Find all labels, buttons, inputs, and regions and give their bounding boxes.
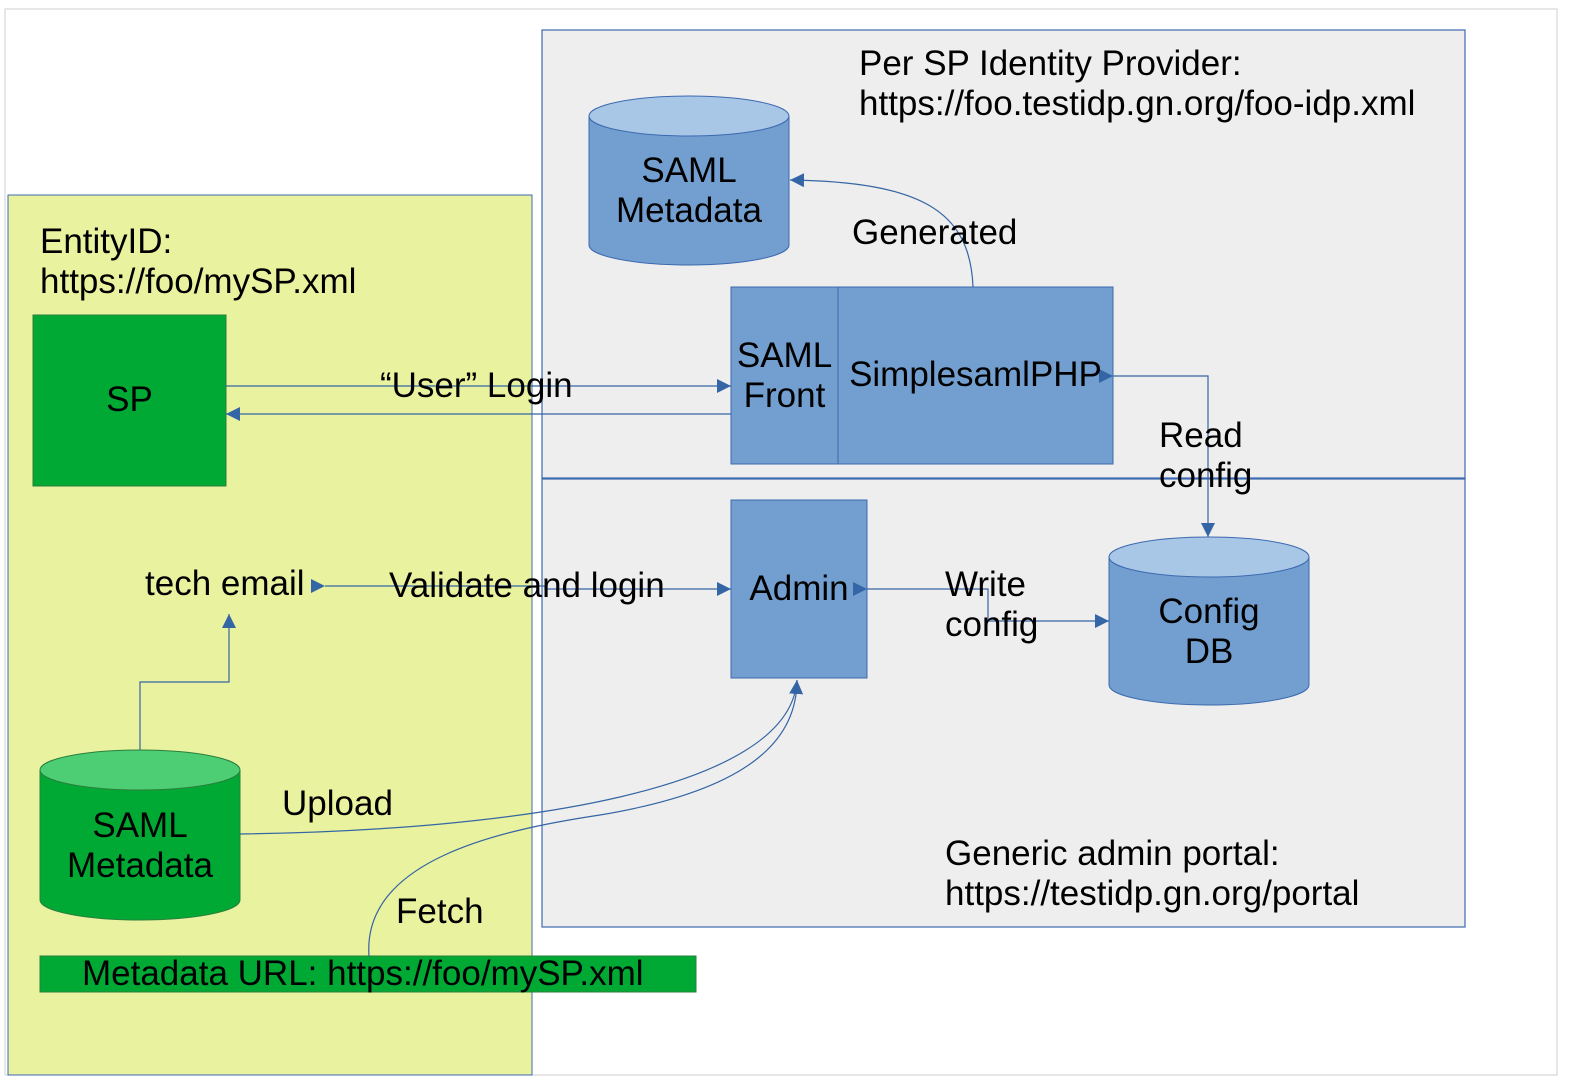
admin-box [730, 499, 868, 679]
sp-metadata-label: SAML Metadata [40, 806, 240, 886]
portal-title-line1: Generic admin portal: [945, 834, 1280, 873]
write-config-line1: Write [945, 565, 1027, 604]
idp-title-line2: https://foo.testidp.gn.org/foo-idp.xml [859, 84, 1416, 123]
write-config-line2: config [945, 605, 1039, 644]
idp-title-line1: Per SP Identity Provider: [859, 44, 1242, 83]
idp-region-title: Per SP Identity Provider: https://foo.te… [859, 44, 1415, 124]
entity-id-label: EntityID: https://foo/mySP.xml [40, 222, 356, 302]
validate-login-connector [311, 579, 731, 596]
user-login-label: “User” Login [380, 366, 573, 405]
admin-label: Admin [749, 569, 849, 608]
write-config-label: Write config [945, 565, 1038, 645]
config-db-label: Config DB [1109, 592, 1309, 672]
read-config-line2: config [1159, 456, 1253, 495]
portal-region-title: Generic admin portal: https://testidp.gn… [945, 834, 1359, 914]
idp-metadata-label: SAML Metadata [589, 151, 789, 231]
fetch-connector [368, 679, 798, 957]
tech-email-label: tech email [145, 564, 305, 603]
portal-title-line2: https://testidp.gn.org/portal [945, 874, 1360, 913]
saml-front-label: SAML Front [731, 336, 838, 416]
read-config-line1: Read [1159, 416, 1243, 455]
metadata-url-bar [39, 955, 697, 993]
idp-metadata-line1: SAML [641, 151, 737, 190]
sp-metadata-cylinder [39, 749, 241, 921]
generated-connector [789, 173, 974, 288]
saml-front-line2: Front [743, 376, 826, 415]
sp-metadata-line2: Metadata [67, 846, 213, 885]
sp-metadata-line1: SAML [92, 806, 188, 845]
entity-id-line1: EntityID: [40, 222, 173, 261]
upload-label: Upload [282, 784, 393, 823]
write-config-connector [853, 582, 1109, 628]
idp-metadata-cylinder [588, 95, 790, 266]
entity-id-line2: https://foo/mySP.xml [40, 262, 357, 301]
metadata-email-connector [139, 614, 236, 750]
upload-connector [239, 679, 804, 835]
read-config-label: Read config [1159, 416, 1252, 496]
validate-login-label: Validate and login [389, 566, 665, 605]
portal-region [541, 478, 1466, 928]
saml-front-box [730, 286, 839, 465]
saml-front-line1: SAML [736, 336, 833, 375]
sp-box [32, 314, 227, 487]
fetch-label: Fetch [396, 892, 484, 931]
read-config-connector [1099, 369, 1215, 537]
config-db-cylinder [1108, 536, 1310, 706]
generated-label: Generated [852, 213, 1018, 252]
idp-metadata-line2: Metadata [616, 191, 762, 230]
simplesamlphp-label: SimplesamlPHP [849, 355, 1102, 394]
simplesamlphp-box [837, 286, 1114, 465]
config-db-line1: Config [1158, 592, 1260, 631]
sp-label: SP [106, 380, 153, 419]
config-db-line2: DB [1184, 632, 1234, 671]
metadata-url-label: Metadata URL: https://foo/mySP.xml [82, 954, 644, 993]
